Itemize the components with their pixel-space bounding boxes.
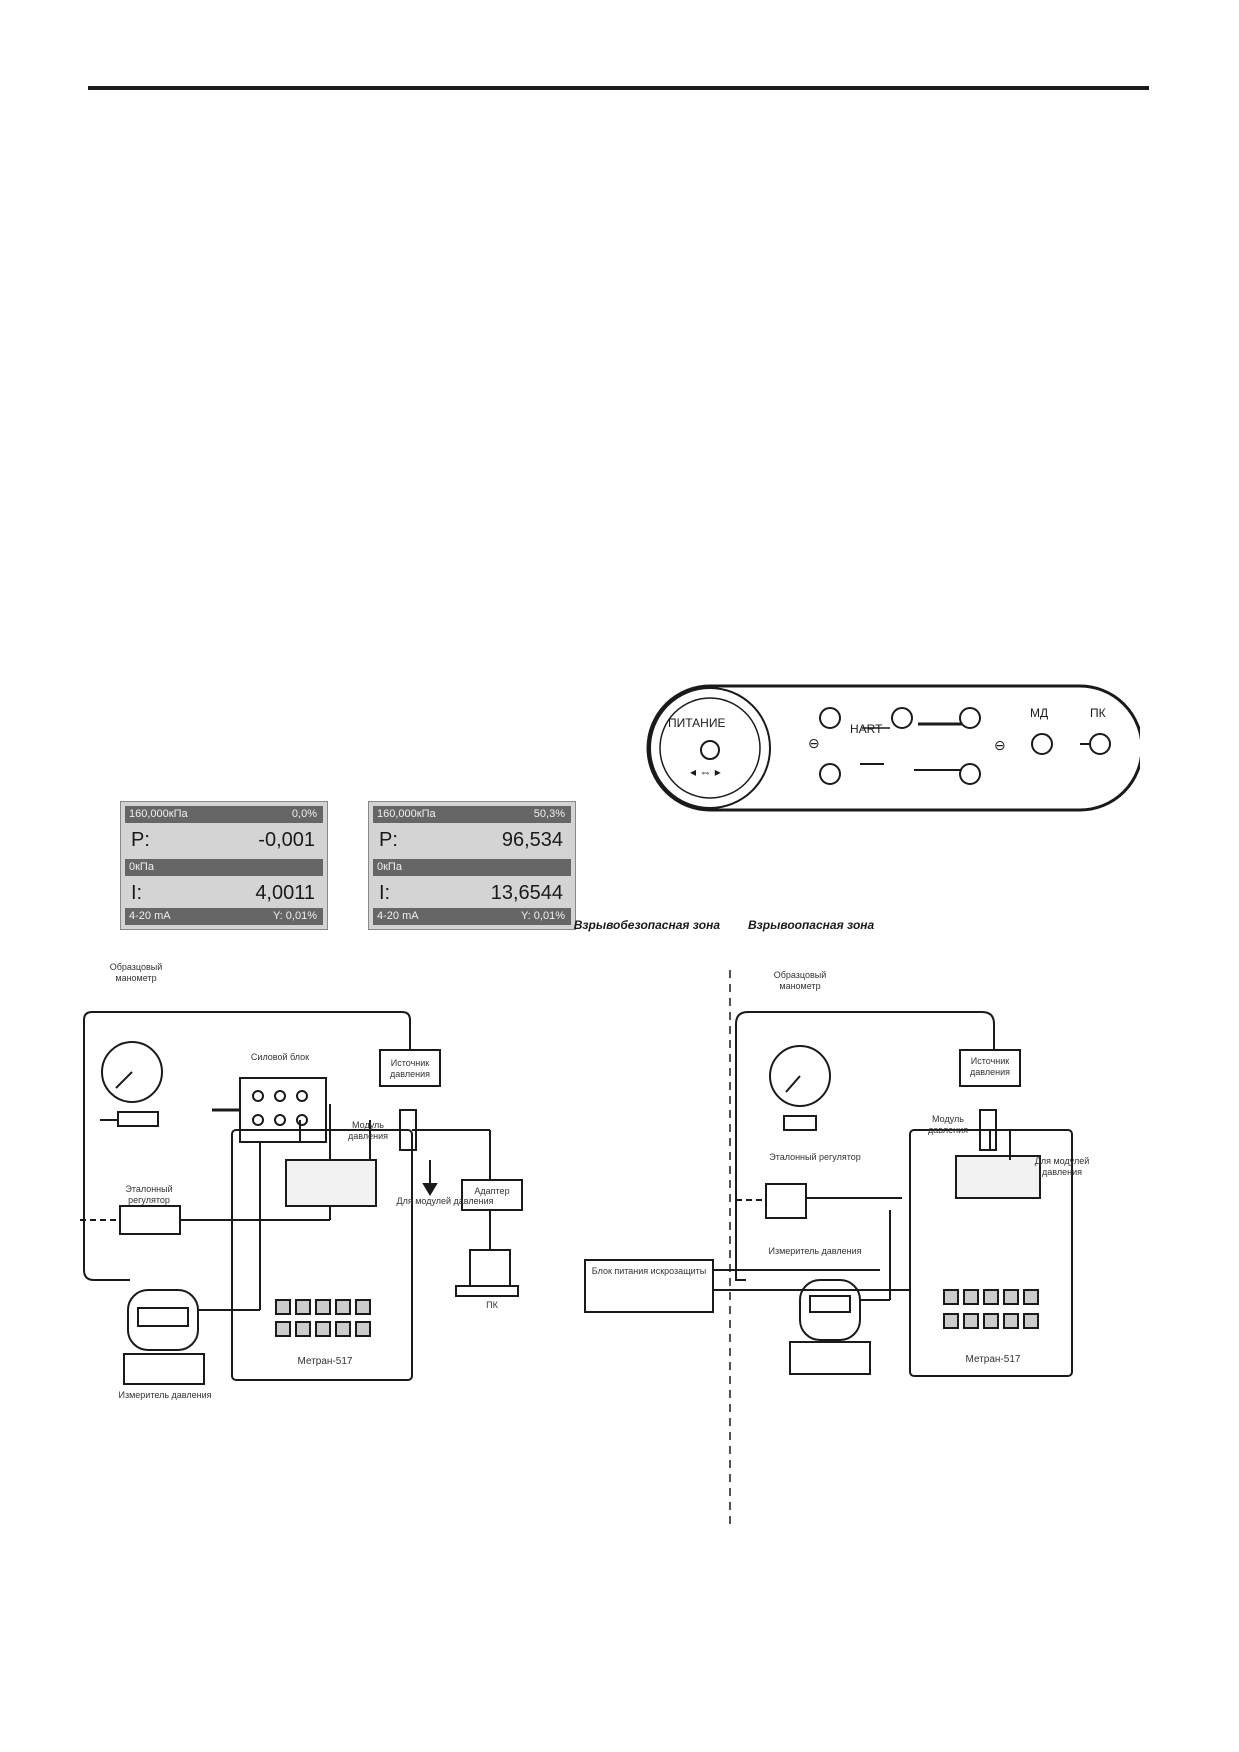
lcd-percent: 50,3% <box>533 808 565 820</box>
lcd-y: Y: 0,01% <box>272 910 317 922</box>
lcd-current-row: I: 13,6544 <box>373 878 571 908</box>
lcd-zero-bar: 0кПа <box>125 859 323 876</box>
lcd-range-bar: 160,000кПа 50,3% <box>373 806 571 823</box>
svg-text:⊖: ⊖ <box>808 735 820 751</box>
lcd-mode: 4-20 mA <box>129 910 171 922</box>
right-pressure-source <box>959 1049 1021 1087</box>
left-device-label: Метран-517 <box>297 1356 353 1367</box>
barrier-label: Блок питания искрозащиты <box>591 1266 707 1276</box>
lcd-zero-bar: 0кПа <box>373 859 571 876</box>
lcd-zero: 0кПа <box>377 861 402 873</box>
zone-hazard-label: Взрывоопасная зона <box>748 918 875 932</box>
pk-label: ПК <box>1090 706 1106 720</box>
lcd-mode-bar: 4-20 mA Y: 0,01% <box>373 908 571 925</box>
lcd-display-zero: 160,000кПа 0,0% P: -0,001 0кПа I: 4,0011… <box>120 801 328 930</box>
lcd-range-bar: 160,000кПа 0,0% <box>125 806 323 823</box>
right-manometer-label: Образцовый манометр <box>773 970 827 991</box>
right-device-label: Метран-517 <box>965 1354 1021 1365</box>
left-manometer-label: Образцовый манометр <box>109 962 163 983</box>
left-adapter-label: Адаптер <box>474 1186 510 1196</box>
lcd-i-label: I: <box>379 882 391 904</box>
left-pc-label: ПК <box>486 1300 498 1310</box>
lcd-i-value: 13,6544 <box>490 882 563 904</box>
hart-label: HART <box>850 722 883 736</box>
lcd-range: 160,000кПа <box>129 808 188 820</box>
lcd-percent: 0,0% <box>291 808 317 820</box>
left-pc <box>469 1249 511 1287</box>
md-label: МД <box>1030 706 1049 720</box>
barrier-box <box>584 1259 714 1313</box>
lcd-mode-bar: 4-20 mA Y: 0,01% <box>125 908 323 925</box>
lcd-pressure-row: P: 96,534 <box>373 825 571 855</box>
left-source-label: Источник давления <box>390 1058 430 1079</box>
right-transmitter <box>799 1279 861 1341</box>
svg-text:◂ ⇔ ▸: ◂ ⇔ ▸ <box>690 765 721 779</box>
left-pressure-source <box>379 1049 441 1087</box>
lcd-pressure-row: P: -0,001 <box>125 825 323 855</box>
left-switch-block <box>239 1077 327 1143</box>
lcd-i-value: 4,0011 <box>255 882 315 904</box>
lcd-i-label: I: <box>131 882 143 904</box>
left-device <box>231 1129 413 1381</box>
lcd-p-value: -0,001 <box>258 829 315 851</box>
right-source-label: Источник давления <box>970 1056 1010 1077</box>
left-module-label: Модуль давления <box>348 1120 388 1141</box>
lcd-p-label: P: <box>379 829 398 851</box>
lcd-range: 160,000кПа <box>377 808 436 820</box>
lcd-current-row: I: 4,0011 <box>125 878 323 908</box>
svg-text:⊖: ⊖ <box>994 737 1006 753</box>
power-socket <box>700 740 720 760</box>
power-label: ПИТАНИЕ <box>668 716 726 730</box>
right-regulator-label: Эталонный регулятор <box>769 1152 861 1162</box>
lcd-mode: 4-20 mA <box>377 910 419 922</box>
left-regulator-label: Эталонный регулятор <box>125 1184 173 1205</box>
header-rule <box>88 86 1149 90</box>
lcd-p-label: P: <box>131 829 150 851</box>
right-manometer <box>769 1045 831 1107</box>
right-module-label: Модуль давления <box>928 1114 968 1135</box>
left-manometer <box>101 1041 163 1103</box>
right-sensor-label: Измеритель давления <box>768 1246 862 1256</box>
lcd-zero: 0кПа <box>129 861 154 873</box>
connector-panel: ◂ ⇔ ▸ ⊖ ⊖ ПИТАНИЕ HART МД ПК <box>640 678 1144 818</box>
left-adapter <box>461 1179 523 1211</box>
left-sensor-label: Измеритель давления <box>118 1390 212 1400</box>
left-switch-label: Силовой блок <box>250 1052 310 1062</box>
wiring-diagrams: Взрывобезопасная зона Взрывоопасная зона… <box>80 918 1160 1530</box>
zone-safe-label: Взрывобезопасная зона <box>573 918 720 932</box>
right-arrow-note: Для модулей давления <box>1034 1156 1090 1177</box>
lcd-p-value: 96,534 <box>501 829 563 851</box>
left-transmitter <box>127 1289 199 1351</box>
left-arrow-note: Для модулей давления <box>396 1196 494 1206</box>
lcd-y: Y: 0,01% <box>520 910 565 922</box>
lcd-display-mid: 160,000кПа 50,3% P: 96,534 0кПа I: 13,65… <box>368 801 576 930</box>
